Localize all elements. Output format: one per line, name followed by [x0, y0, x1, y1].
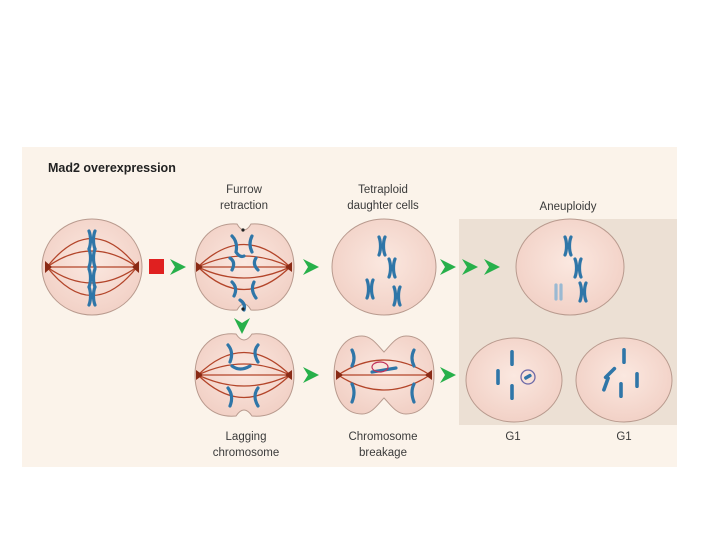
- arrow-1: [170, 259, 186, 275]
- aneuploid-cell: [515, 218, 625, 316]
- metaphase-cell: [41, 218, 143, 316]
- spindle-pole-right: [132, 261, 139, 273]
- furrow-retraction-cell: [194, 223, 295, 312]
- arrow-7: [440, 367, 456, 383]
- red-block-marker: [149, 259, 164, 274]
- arrow-2: [303, 259, 319, 275]
- arrow-5: [484, 259, 500, 275]
- arrow-3: [440, 259, 456, 275]
- figure-title: Mad2 overexpression: [48, 161, 176, 175]
- arrow-6: [303, 367, 319, 383]
- lagging-chromosome-cell: [194, 333, 295, 417]
- g1-right-cell: [575, 337, 673, 423]
- chromosome-breakage-cell: [333, 335, 435, 415]
- arrow-4: [462, 259, 478, 275]
- tetraploid-daughter-cell: [331, 218, 437, 316]
- breakage-highlight: [371, 361, 389, 373]
- spindle-pole-left: [45, 261, 52, 273]
- label-aneuploidy: Aneuploidy: [540, 201, 597, 213]
- arrows: [170, 259, 500, 383]
- micronucleus: [520, 369, 536, 385]
- label-g1-right: G1: [616, 431, 631, 443]
- arrow-down: [234, 318, 250, 334]
- g1-left-cell: [465, 337, 563, 423]
- label-g1-left: G1: [505, 431, 520, 443]
